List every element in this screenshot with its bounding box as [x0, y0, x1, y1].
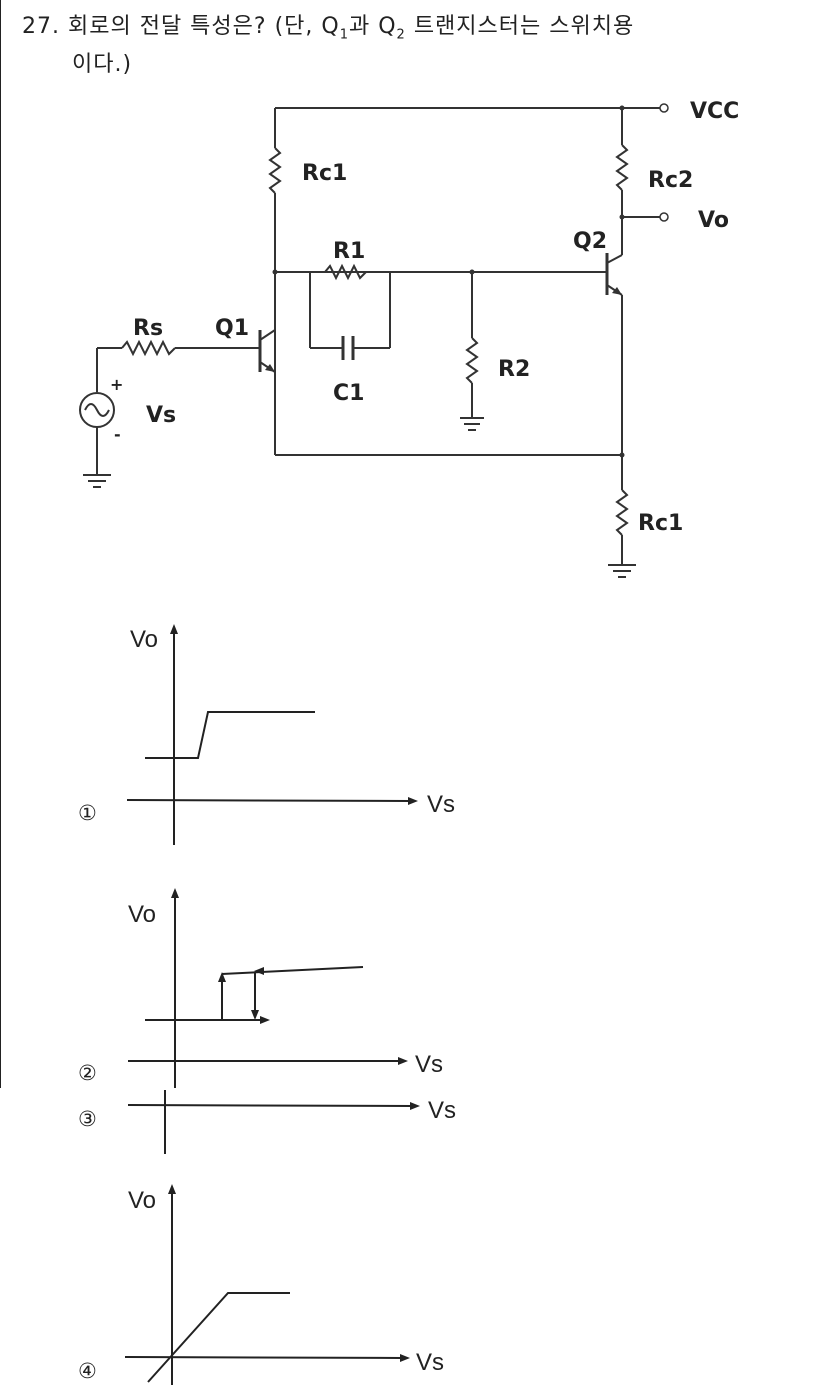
r1-label: R1: [333, 239, 365, 264]
r1-resistor: [324, 263, 367, 281]
opt1-x-axis: [126, 799, 411, 802]
opt2-vs-label: Vs: [415, 1051, 443, 1078]
circuit-diagram: VCC Rc1 Rc2 Vo Q2 R1: [79, 99, 739, 578]
opt2-marker: ②: [78, 1061, 97, 1085]
opt4-vs-label: Vs: [416, 1349, 444, 1376]
q2-subscript: 2: [396, 27, 406, 43]
vs-label: Vs: [146, 403, 176, 428]
r2-node-dot: [469, 269, 475, 275]
opt2-x-arrow: [398, 1057, 408, 1065]
opt3-vs-label: Vs: [428, 1097, 456, 1124]
question-text-b: 과 Q: [348, 14, 397, 39]
option-2-graph: Vo Vs ②: [78, 888, 443, 1088]
opt4-marker: ④: [78, 1359, 97, 1383]
ac-source-wave: [84, 403, 110, 417]
rs-resistor: [121, 339, 176, 357]
opt2-low-arrow: [260, 1016, 270, 1024]
q2-emitter-arrow: [612, 287, 622, 295]
opt1-marker: ①: [78, 801, 97, 825]
opt3-x-arrow: [410, 1102, 420, 1110]
opt1-x-arrow: [408, 797, 418, 805]
question-27: 27. 회로의 전달 특성은? (단, Q1과 Q2 트랜지스터는 스위치용 이…: [22, 12, 782, 80]
opt3-marker: ③: [78, 1107, 97, 1131]
q2-label: Q2: [573, 229, 607, 254]
rc1-ground-symbol: [608, 564, 636, 578]
option-3-graph: Vs ③: [78, 1090, 456, 1154]
option-4-graph: Vo Vs ④: [78, 1184, 444, 1385]
source-plus: +: [110, 375, 123, 394]
r2-ground-symbol: [460, 417, 484, 431]
opt2-return-arrow: [254, 967, 264, 975]
question-number: 27.: [22, 14, 60, 39]
rc1-top-label: Rc1: [302, 161, 347, 186]
question-line-2: 이다.): [72, 52, 133, 78]
source-ground-symbol: [83, 474, 111, 488]
opt2-falling-arrow: [251, 1010, 259, 1020]
rc2-resistor: [615, 144, 629, 191]
r2-resistor: [465, 337, 479, 384]
left-border-rule: [0, 0, 1, 1088]
question-text-c: 트랜지스터는 스위치용: [405, 14, 635, 39]
source-minus: -: [114, 425, 121, 444]
q1-collector-node: [272, 269, 278, 275]
vo-terminal: [659, 212, 669, 222]
opt2-rising-arrow: [218, 972, 226, 982]
vcc-terminal: [659, 103, 669, 113]
opt4-x-arrow: [400, 1354, 410, 1362]
opt3-x-axis: [127, 1104, 413, 1107]
question-line-1: 27. 회로의 전달 특성은? (단, Q1과 Q2 트랜지스터는 스위치용: [22, 12, 782, 50]
opt1-y-arrow: [170, 624, 178, 634]
option-1-graph: Vo Vs ①: [78, 624, 455, 845]
q1-label: Q1: [215, 316, 249, 341]
vo-node-dot: [619, 214, 625, 220]
rc1-bottom-label: Rc1: [638, 511, 683, 536]
opt4-x-axis: [124, 1356, 403, 1359]
opt4-vo-label: Vo: [128, 1187, 156, 1214]
opt1-vs-label: Vs: [427, 791, 455, 818]
vcc-label: VCC: [690, 99, 739, 124]
emitter-node-dot: [619, 452, 625, 458]
opt1-transfer-curve: [145, 711, 315, 759]
r2-label: R2: [498, 357, 530, 382]
opt1-vo-label: Vo: [130, 626, 158, 653]
q2-collector-lead: [606, 254, 623, 264]
rc2-label: Rc2: [648, 168, 693, 193]
rc1-bottom-resistor: [615, 489, 629, 536]
q1-subscript: 1: [339, 27, 349, 43]
vo-label: Vo: [698, 208, 729, 233]
rs-label: Rs: [133, 316, 163, 341]
c1-label: C1: [333, 381, 364, 406]
opt4-transfer-curve: [147, 1292, 290, 1383]
q1-collector-lead: [259, 329, 276, 341]
question-text-a: 회로의 전달 특성은? (단, Q: [68, 14, 340, 39]
opt2-vo-label: Vo: [128, 901, 156, 928]
opt2-high-level: [221, 966, 364, 975]
opt4-y-arrow: [168, 1184, 176, 1194]
q1-emitter-arrow: [265, 364, 275, 372]
rc1-top-resistor: [268, 147, 282, 194]
opt2-y-arrow: [171, 888, 179, 898]
